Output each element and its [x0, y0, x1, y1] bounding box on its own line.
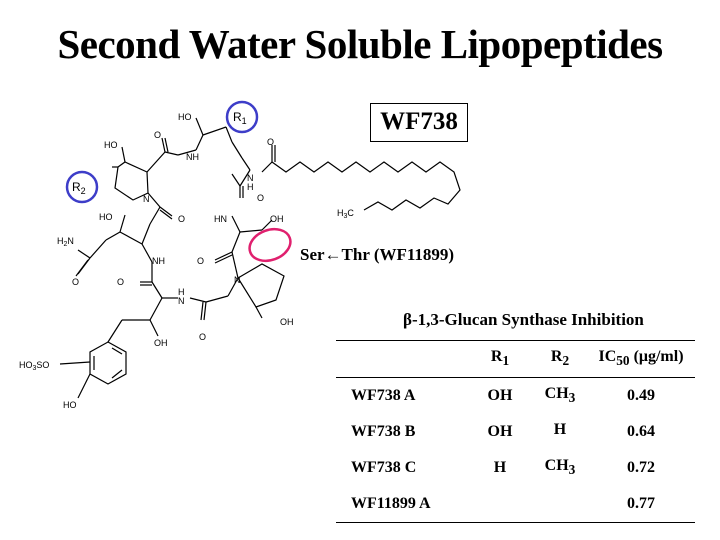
hso3-label: HO3SO [19, 360, 49, 372]
r2-label: R2 [72, 180, 86, 196]
r1-value: OH [487, 387, 513, 404]
n-ring-label: N [143, 194, 150, 204]
compound-name: WF738 C [351, 459, 417, 476]
compound-label-box: WF738 [370, 103, 468, 142]
table-row: WF11899 A 0.77 [336, 486, 695, 523]
compound-name: WF738 B [351, 423, 416, 440]
ho-mid-label: HO [99, 212, 113, 222]
h2n-label: H2N [57, 236, 74, 248]
r1-highlight-circle [225, 100, 259, 134]
table-header-row: R1 R2 IC50 (μg/ml) [336, 340, 695, 378]
oh-ser-label: OH [270, 214, 284, 224]
r2-value [533, 486, 587, 523]
nh-label-2: NH [152, 256, 165, 266]
ic50-value: 0.49 [627, 387, 655, 404]
table-row: WF738 A OH CH3 0.49 [336, 378, 695, 415]
structure-bonds [59, 117, 461, 399]
oh-ring-label: OH [280, 317, 294, 327]
table-row: WF738 C H CH3 0.72 [336, 450, 695, 486]
ser-label: Ser [300, 245, 325, 264]
r2-value: CH3 [544, 385, 576, 406]
r2-value: CH3 [544, 457, 576, 478]
o-label-1: O [154, 130, 161, 140]
nh-label-1: NH [186, 152, 199, 162]
ic50-value: 0.72 [627, 459, 655, 476]
r1-value [467, 486, 533, 523]
ser-thr-annotation: Ser←Thr (WF11899) [300, 245, 454, 265]
r1-value: OH [487, 423, 513, 440]
lipid-chain [271, 161, 461, 211]
oh-bottom-label: OH [154, 338, 168, 348]
o-label-3: O [257, 193, 264, 203]
r2-highlight-circle [65, 170, 99, 204]
o-label-4: O [178, 214, 185, 224]
h-label-2: H [178, 287, 185, 297]
o-label-6: O [72, 277, 79, 287]
n-label-2: N [178, 296, 185, 306]
header-ic50: IC50 (μg/ml) [598, 348, 684, 369]
ic50-value: 0.64 [627, 423, 655, 440]
header-compound [336, 341, 467, 378]
hn-label-1: HN [214, 214, 227, 224]
header-r1: R1 [490, 348, 510, 369]
o-label-2: O [267, 137, 274, 147]
compound-name: WF738 A [351, 387, 416, 404]
ho-upper-left-label: HO [104, 140, 118, 150]
r1-value: H [493, 459, 507, 476]
r2-value: H [553, 421, 567, 439]
r1-label: R1 [233, 110, 247, 126]
inhibition-table: R1 R2 IC50 (μg/ml) WF738 A OH CH3 0.49 W… [336, 340, 695, 523]
table-caption: β-1,3-Glucan Synthase Inhibition [403, 310, 644, 329]
compound-name: WF11899 A [351, 495, 431, 512]
ho-top-label: HO [178, 112, 192, 122]
h3c-label: H3C [337, 208, 354, 220]
o-label-5: O [197, 256, 204, 266]
ser-thr-highlight-ellipse [248, 227, 292, 263]
ic50-value: 0.77 [627, 495, 655, 512]
left-arrow-icon: ← [324, 245, 342, 264]
ho-bottom-label: HO [63, 400, 77, 410]
thr-label: Thr (WF11899) [341, 245, 455, 264]
header-r2: R2 [550, 348, 570, 369]
n-label-1: N [247, 173, 254, 183]
table-row: WF738 B OH H 0.64 [336, 414, 695, 450]
n-label-3: N [234, 275, 241, 285]
o-label-8: O [199, 332, 206, 342]
h-label-1: H [247, 182, 254, 192]
o-label-7: O [117, 277, 124, 287]
page-title: Second Water Soluble Lipopeptides [57, 21, 663, 67]
